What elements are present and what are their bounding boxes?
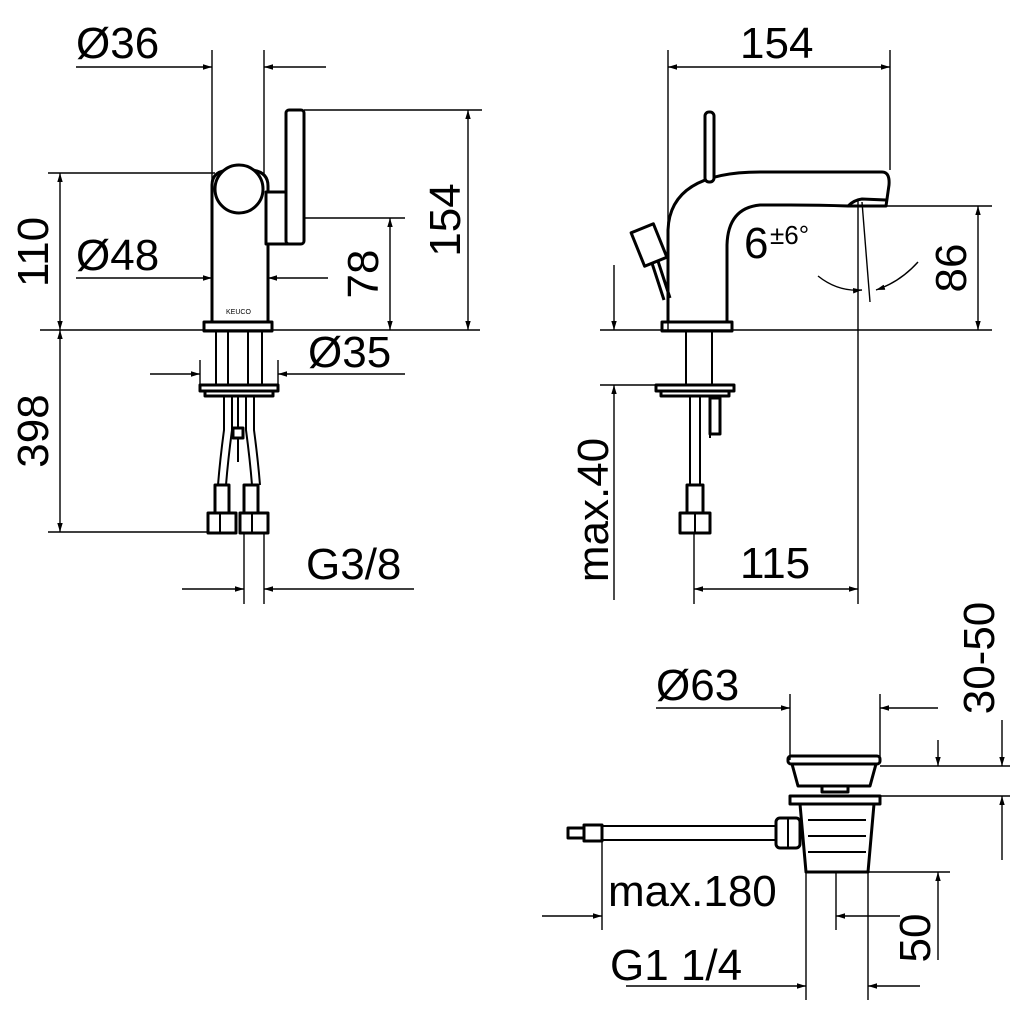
dim-reach-115: 115: [740, 539, 810, 588]
side-extension-lines: [600, 50, 992, 604]
side-dimension-lines: [611, 64, 981, 600]
dim-spout-height-86: 86: [927, 244, 976, 293]
faucet-side-body: [629, 110, 891, 333]
front-view: KEUCO: [9, 19, 482, 604]
side-view: 154 86 6 ±6° max.40 115: [569, 19, 992, 604]
dim-depth-50: 50: [891, 914, 940, 963]
brand-mark: KEUCO: [226, 309, 251, 316]
pop-up-waste: [566, 754, 882, 874]
dim-height-78: 78: [339, 250, 388, 299]
faucet-front-supply: [198, 331, 280, 535]
dim-diameter-35: Ø35: [308, 328, 391, 377]
dim-length-398: 398: [9, 394, 58, 467]
faucet-side-supply: [654, 331, 736, 535]
dim-diameter-63: Ø63: [656, 661, 739, 710]
faucet-front-body: KEUCO: [202, 108, 306, 333]
dim-projection-154: 154: [740, 19, 813, 68]
dim-diameter-36: Ø36: [76, 19, 159, 68]
dim-spout-angle: 6: [744, 219, 768, 268]
waste-dimension-lines: [542, 705, 1005, 989]
dim-spout-angle-tolerance: ±6°: [770, 220, 809, 250]
dim-range-30-50: 30-50: [955, 602, 1004, 715]
dim-height-110: 110: [9, 217, 58, 287]
dim-thread-g38: G3/8: [306, 540, 401, 589]
dim-diameter-48: Ø48: [76, 231, 159, 280]
dim-max-thickness-40: max.40: [569, 438, 618, 582]
front-dimension-lines: [57, 64, 471, 592]
waste-view: Ø63 30-50 max.180 50 G1 1/4: [542, 602, 1010, 1000]
dim-thread-g114: G1 1/4: [610, 941, 742, 990]
dim-height-154-front: 154: [421, 183, 470, 256]
dim-max-rod-180: max.180: [608, 867, 777, 916]
